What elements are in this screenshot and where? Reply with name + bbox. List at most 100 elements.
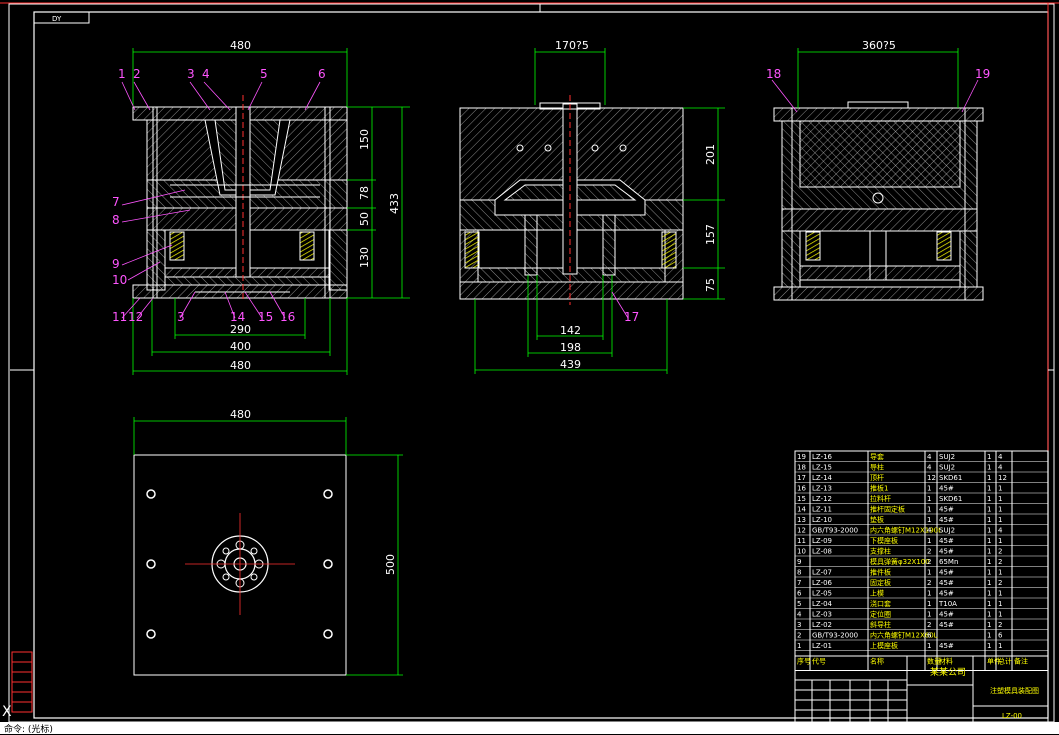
bom-cell-name: 下模座板 [870,536,898,545]
bom-cell-b: 6 [998,632,1003,640]
front-callout-leaders [121,81,321,319]
command-prompt-text: 命令: (光标) [4,725,53,735]
bom-cell-no: 11 [797,537,806,545]
callout-16: 16 [280,310,295,324]
bom-cell-a: 1 [987,516,991,524]
bom-cell-a: 1 [987,495,991,503]
bom-cell-no: 2 [797,632,801,640]
drawing-label-box: DY [33,11,90,24]
bom-cell-code: GB/T93-2000 [812,632,858,640]
bom-cell-b: 1 [998,506,1002,514]
callout-4: 4 [202,67,210,81]
callout-9: 9 [112,257,120,271]
bom-cell-mat: 65Mn [939,558,958,566]
plan-view [133,454,347,676]
bom-cell-b: 2 [998,621,1002,629]
callout-1: 1 [118,67,126,81]
dim-front-h150: 150 [358,129,371,150]
bom-cell-name: 顶杆 [870,473,884,482]
bom-cell-a: 1 [987,485,991,493]
bom-cell-a: 1 [987,611,991,619]
bom-cell-no: 7 [797,579,801,587]
bom-cell-a: 1 [987,548,991,556]
bom-cell-qty: 4 [927,453,932,461]
bom-header-b: 总计 [998,657,1012,666]
bom-cell-qty: 1 [927,600,931,608]
bom-cell-code: LZ-14 [812,474,833,482]
bom-cell-a: 1 [987,527,991,535]
bom-cell-mat: 45# [939,611,954,619]
command-line[interactable]: X 命令: (光标) [0,704,1059,735]
bom-cell-code: LZ-07 [812,569,832,577]
bom-cell-name: 定位圈 [870,610,891,619]
plan-dimensions [133,417,403,676]
bom-cell-b: 1 [998,642,1002,650]
bom-cell-b: 1 [998,590,1002,598]
bom-cell-no: 16 [797,485,806,493]
callout-3b: 3 [177,310,185,324]
callout-11: 11 [112,310,127,324]
bom-cell-no: 3 [797,621,801,629]
bom-cell-code: LZ-01 [812,642,832,650]
bom-cell-mat: 45# [939,579,954,587]
bom-cell-name: 斜导柱 [870,620,891,629]
bom-cell-code: LZ-02 [812,621,832,629]
bom-cell-no: 5 [797,600,801,608]
bom-cell-mat: SUJ2 [939,464,955,472]
callout-5: 5 [260,67,268,81]
bom-cell-b: 12 [998,474,1007,482]
dim-side-h157: 157 [704,224,717,245]
bom-cell-b: 4 [998,527,1003,535]
bom-header-no: 序号 [797,657,811,666]
bom-cell-b: 1 [998,495,1002,503]
bom-cell-mat: 45# [939,590,954,598]
bom-cell-a: 1 [987,453,991,461]
right-dimensions [797,48,959,108]
dim-side-198: 198 [560,341,581,354]
callout-8: 8 [112,213,120,227]
bom-cell-a: 1 [987,642,991,650]
bom-cell-no: 1 [797,642,801,650]
bom-cell-qty: 1 [927,642,931,650]
dim-side-top: 170?5 [555,39,589,52]
bom-cell-a: 1 [987,621,991,629]
bom-cell-qty: 1 [927,516,931,524]
bom-cell-no: 10 [797,548,806,556]
bom-cell-name: 垫板 [870,515,884,524]
bom-cell-no: 12 [797,527,806,535]
right-side-view [773,101,984,301]
dim-side-h75: 75 [704,278,717,292]
dim-right-top: 360?5 [862,39,896,52]
dim-front-290: 290 [230,323,251,336]
bom-header-mat: 材料 [939,657,953,666]
title-company: 某某公司 [930,667,966,678]
bom-cell-name: 推杆固定板 [870,505,905,514]
bom-cell-name: 内六角螺钉M12X60L [870,631,938,640]
bom-cell-code: LZ-16 [812,453,833,461]
front-section-view [132,95,348,300]
bom-header-name: 名称 [870,657,884,666]
bom-cell-qty: 1 [927,485,931,493]
bom-cell-mat: 45# [939,642,954,650]
bom-cell-mat: 45# [939,506,954,514]
callout-19-leader [961,79,979,113]
bom-cell-qty: 4 [927,464,932,472]
bom-cell-mat: 45# [939,537,954,545]
dim-front-bottom-width: 480 [230,359,251,372]
dim-side-142: 142 [560,324,581,337]
bom-cell-a: 1 [987,506,991,514]
bom-cell-code: LZ-10 [812,516,832,524]
bom-cell-a: 1 [987,537,991,545]
bom-header-code: 代号 [812,657,826,666]
bom-cell-qty: 1 [927,506,931,514]
